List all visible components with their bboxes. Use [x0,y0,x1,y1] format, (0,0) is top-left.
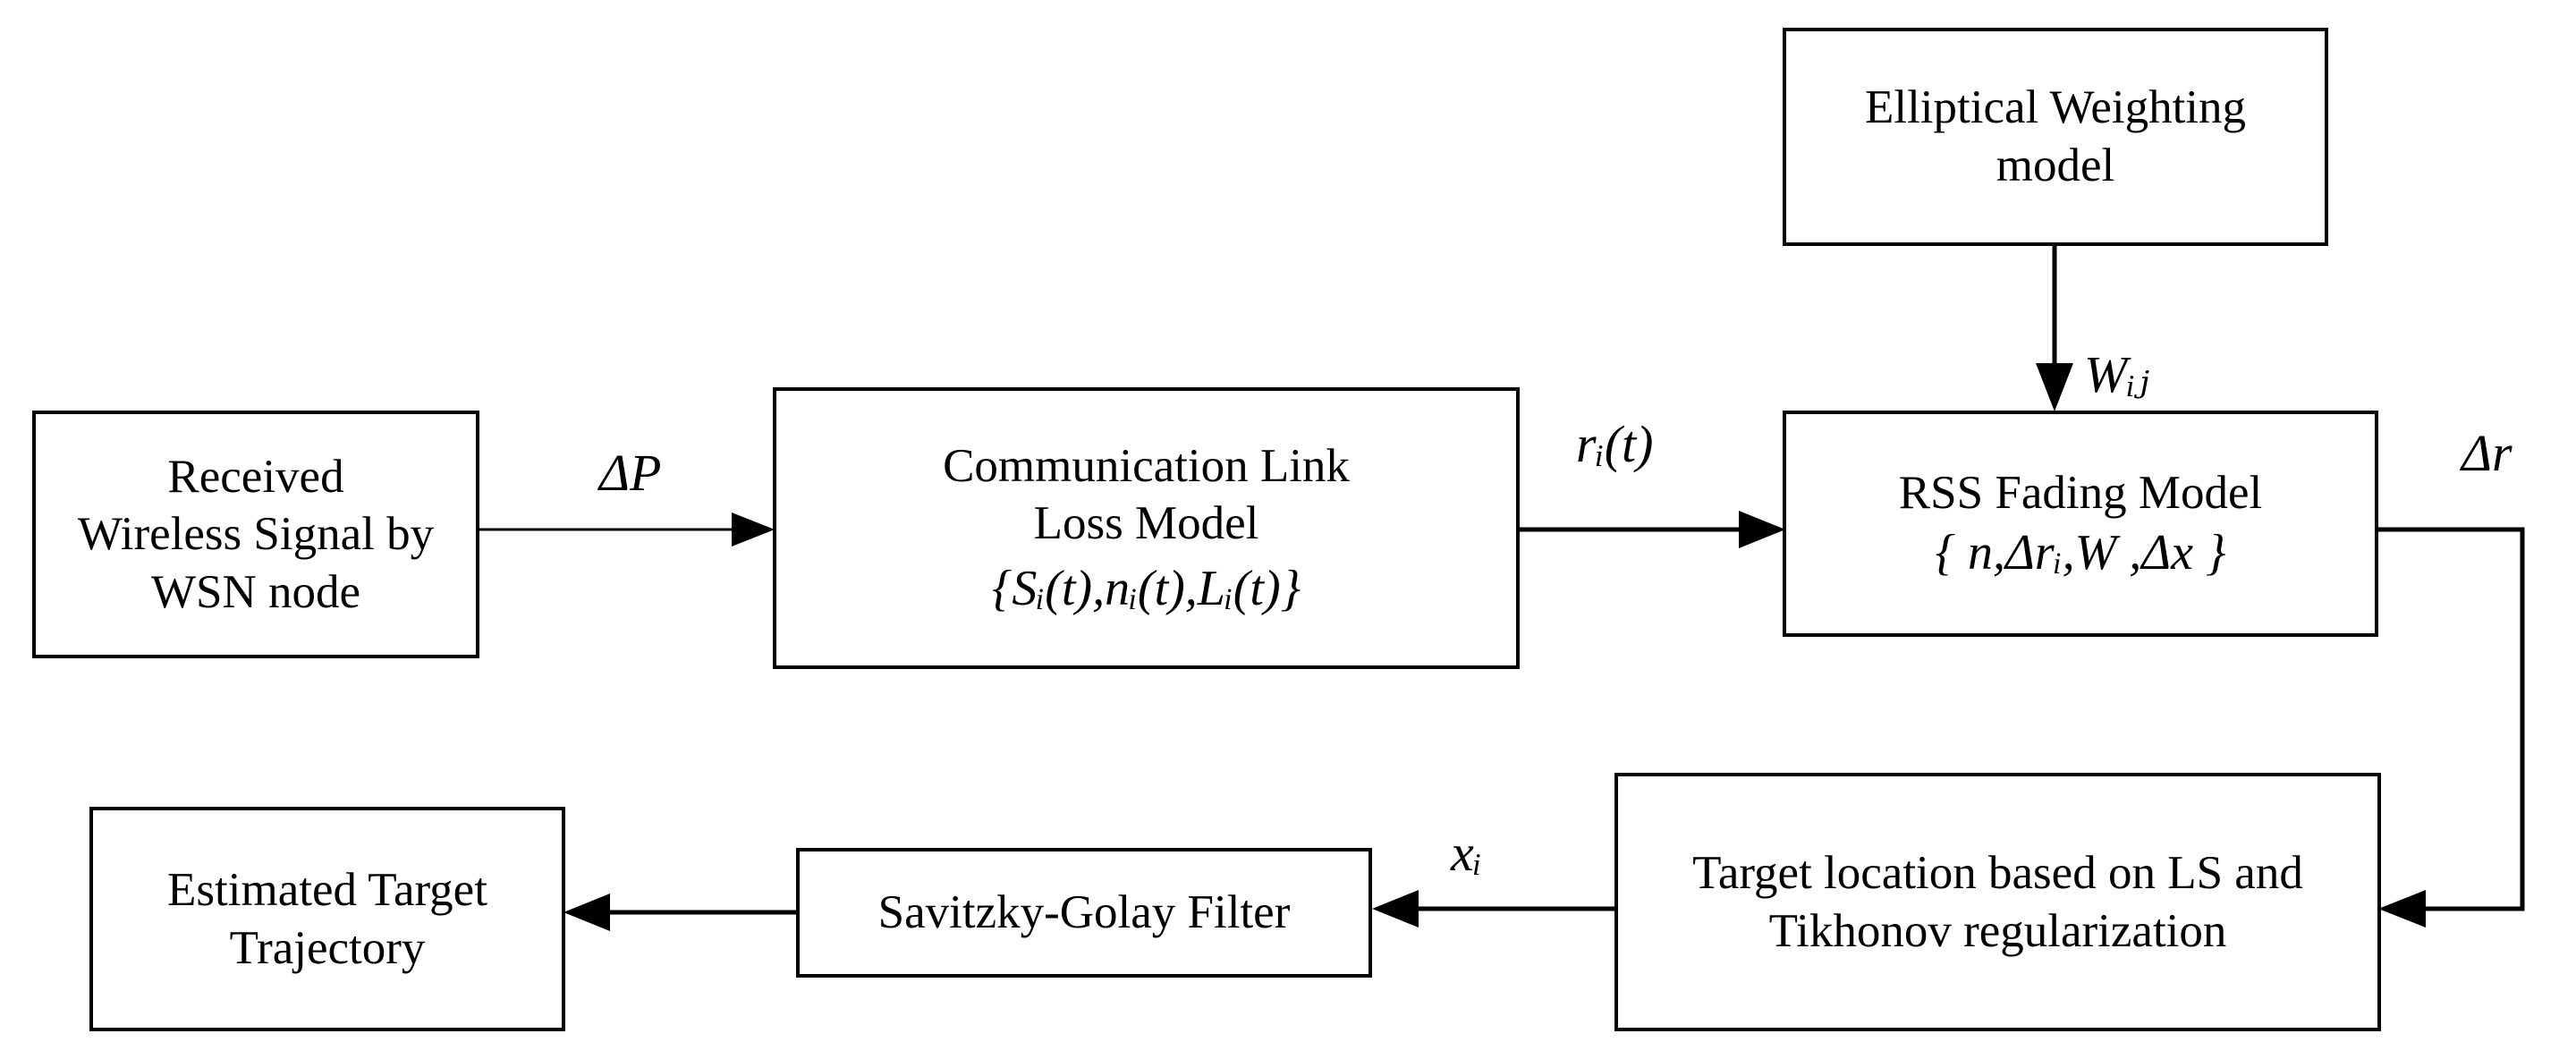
arrow-elliptical-to-rss [2036,246,2073,411]
x-i-label: xᵢ [1451,824,1482,882]
received-signal-line-1: Received [167,450,344,503]
comm-link-line-1: Communication Link [943,439,1350,492]
received-signal-box: Received Wireless Signal by WSN node [32,411,479,658]
comm-link-box: Communication Link Loss Model {Sᵢ(t),nᵢ(… [773,387,1520,669]
savitzky-golay-box: Savitzky-Golay Filter [796,848,1372,978]
comm-link-formula: {Sᵢ(t),nᵢ(t),Lᵢ(t)} [991,561,1301,616]
estimated-line-2: Trajectory [229,921,426,974]
arrow-rss-to-target-location [2377,527,2525,928]
target-location-line-2: Tikhonov regularization [1768,904,2227,957]
estimated-trajectory-box: Estimated Target Trajectory [89,807,565,1031]
delta-p-label: ΔP [599,444,662,502]
rss-fading-formula: { n,Δrᵢ,W ,Δx } [1935,524,2226,580]
delta-r-label: Δr [2462,424,2512,482]
arrow-received-to-comm-link [479,513,775,546]
estimated-line-1: Estimated Target [167,863,487,916]
elliptical-line-1: Elliptical Weighting [1864,81,2247,134]
target-location-box: Target location based on LS and Tikhonov… [1614,773,2381,1031]
arrow-savitzky-to-estimated [564,894,798,931]
r-i-t-label: rᵢ(t) [1576,415,1654,473]
elliptical-line-2: model [1996,140,2115,191]
w-ij-label: Wᵢⱼ [2084,345,2149,403]
arrow-target-to-savitzky [1372,890,1615,928]
received-signal-line-2: Wireless Signal by [77,508,435,561]
received-signal-line-3: WSN node [150,565,361,618]
elliptical-weighting-box: Elliptical Weighting model [1783,28,2328,246]
comm-link-line-2: Loss Model [1033,497,1259,550]
rss-fading-title: RSS Fading Model [1898,467,2263,520]
rss-fading-box: RSS Fading Model { n,Δrᵢ,W ,Δx } [1783,411,2378,637]
target-location-line-1: Target location based on LS and [1692,846,2303,899]
arrow-comm-link-to-rss [1519,511,1785,548]
savitzky-golay-label: Savitzky-Golay Filter [877,886,1291,939]
